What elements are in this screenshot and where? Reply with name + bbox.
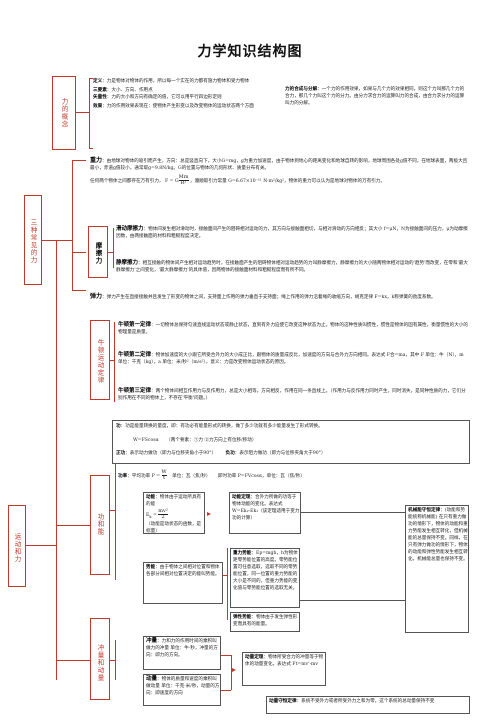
elastic-force: 弹力：弹力产生在直接接触并且发生了形变的物体之间，支持面上作用的弹力垂直于支持面… bbox=[90, 293, 436, 300]
newton-third-law: 牛顿第三定律：两个物体间相互作用力与反作用力，总是大小相等，方向相反，作用在同一… bbox=[118, 388, 466, 401]
elastic-pe-box: 弹性势能：物体由于发生弹性形变而具有的能量。 bbox=[230, 612, 300, 632]
momentum-box: 动量：物体的质量和速度的乘积叫做动量 单位：千克·米/秒，动量的方向：即速度的方… bbox=[143, 674, 221, 706]
static-friction: 静摩擦力：相互接触的物体间产生相对运动趋势时，在接触面产生的阻碍物体相对运动趋势… bbox=[116, 260, 468, 273]
potential-energy-box: 势能：由于物体之间相对位置和物体各部分间相对位置决定的能叫势能。 bbox=[143, 562, 223, 604]
force-definitions: 定义：力是物体对物体的作用，所以每一个实在的力都有施力物体和受力物体 三要素：大… bbox=[93, 79, 254, 109]
category-label: 力的概念 bbox=[60, 98, 68, 128]
gravity-section: 重力：由地球对物体的吸引而产生，方向：总是竖直向下，大小G=mg，g为重力加速度… bbox=[90, 157, 468, 186]
category-momentum: 冲量和动量 bbox=[90, 618, 110, 700]
category-newton: 牛顿运动定律 bbox=[90, 320, 110, 400]
friction-label-box: 摩擦力 bbox=[88, 226, 108, 278]
gravitational-pe-box: 重力势能：Ep=mgh，h为物体距零势能位置的高度。零势能位置可任意选取，选取不… bbox=[230, 548, 300, 608]
page-title: 力学知识结构图 bbox=[197, 44, 303, 60]
newton-first-law: 牛顿第一定律：一切物体总保持匀速直线运动状态或静止状态，直到有外力迫使它改变这种… bbox=[118, 322, 468, 335]
category-work-energy: 功和能 bbox=[90, 475, 110, 575]
work-formula: W=FScosα bbox=[133, 438, 159, 443]
kinetic-energy-theorem-box: 动能定理：合外力所做的功等于物体动能的变化。表达式 W=Ek₂-Ek₁（该定理适… bbox=[229, 492, 301, 534]
sliding-friction: 滑动摩擦力：物体间发生相对滑动时，接触面间产生的阻碍相对运动的力，其方向与接触面… bbox=[116, 226, 468, 239]
category-label: 三种常见的力 bbox=[29, 218, 37, 264]
momentum-conservation-box: 动量守恒定律：系统不受外力或者所受外力之和为零，这个系统的总动量保持不变 bbox=[266, 696, 470, 714]
category-three-forces: 三种常见的力 bbox=[24, 195, 42, 285]
newton-second-law: 牛顿第二定律：物体加速度的大小跟它所受合外力的大小成正比，跟物体的质量成反比，加… bbox=[118, 352, 464, 365]
momentum-theorem-box: 动量定理：物体所受合力的冲量等于物体的动量变化，表达式 Ft=mv'-mv bbox=[242, 652, 326, 686]
force-composition: 力的合成与分解：一个力的作用效果，如果与几个力的效果相同，则这个力叫那几个力的合… bbox=[285, 87, 465, 106]
work-box: 功：功是能量转换的量度，即：有功必有能量形式的转换，做了多少功就有多少能量发生了… bbox=[112, 420, 470, 464]
category-motion-force: 运动和力 bbox=[8, 505, 26, 587]
impulse-box: 冲量：力和力的作用时间的乘积叫做力的冲量 单位：牛·秒，冲量的方向：即力的方向。 bbox=[143, 636, 221, 670]
mechanical-energy-box: 机械能守恒定律：(动能和势能统称机械能) 在只有重力做功的情形下，物体的动能和重… bbox=[405, 505, 469, 633]
category-force-concept: 力的概念 bbox=[52, 76, 76, 150]
